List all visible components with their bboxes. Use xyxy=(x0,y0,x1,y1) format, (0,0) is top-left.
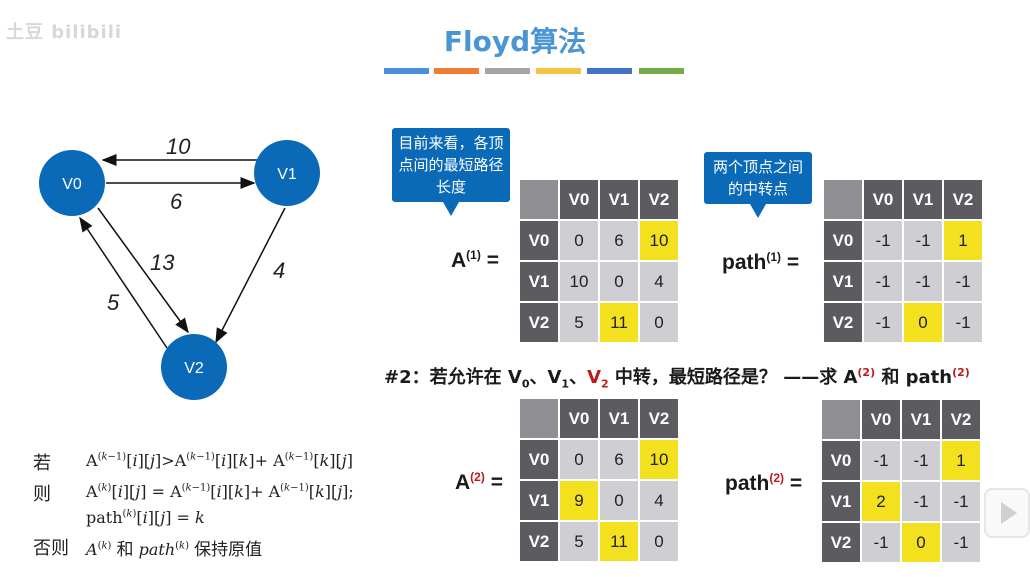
node-v2-label: V2 xyxy=(184,360,204,377)
rule-then-formula-2: path(k)[i][j] = k xyxy=(86,508,205,527)
color-bar-4 xyxy=(536,68,581,74)
color-bar-6 xyxy=(639,68,684,74)
edge-v2-v0 xyxy=(79,216,168,349)
rule-then-keyword: 则 xyxy=(33,484,51,505)
edge-v1-v2 xyxy=(215,207,286,344)
weight-v1-v2: 4 xyxy=(273,258,285,283)
weight-v0-v2: 13 xyxy=(150,250,175,275)
edge-v0-v2 xyxy=(97,207,189,334)
question-line: #2：若允许在 V0、V1、V2 中转，最短路径是？ ——求 A(2) 和 pa… xyxy=(384,366,970,391)
weight-v1-v0: 10 xyxy=(166,134,191,159)
node-v1 xyxy=(254,140,320,206)
watermark: 土豆 bilibili xyxy=(6,22,123,43)
color-bar-2 xyxy=(434,68,479,74)
play-icon[interactable] xyxy=(984,488,1030,538)
node-v0 xyxy=(39,150,105,216)
label-path1: path(1) = xyxy=(722,250,800,274)
weight-v0-v1: 6 xyxy=(170,189,183,214)
slide-title: Floyd算法 xyxy=(443,25,587,58)
graph-diagram: 10 6 13 4 5 V0 V1 V2 xyxy=(39,134,320,400)
color-bar-1 xyxy=(384,68,429,74)
node-v0-label: V0 xyxy=(62,176,82,193)
rule-else-keyword: 否则 xyxy=(33,538,69,559)
rule-else-formula: A(k) 和 path(k) 保持原值 xyxy=(86,540,263,560)
label-a2: A(2) = xyxy=(455,470,503,494)
color-bar-3 xyxy=(485,68,530,74)
rule-if-formula: A(k−1)[i][j]>A(k−1)[i][k]+ A(k−1)[k][j] xyxy=(86,451,353,470)
rule-if-keyword: 若 xyxy=(33,453,51,474)
node-v2 xyxy=(161,334,227,400)
node-v1-label: V1 xyxy=(277,166,297,183)
weight-v2-v0: 5 xyxy=(107,290,120,315)
label-path2: path(2) = xyxy=(725,471,803,495)
callout-path: 两个顶点之间的中转点 xyxy=(704,152,812,218)
label-a1: A(1) = xyxy=(451,248,499,272)
rule-then-formula-1: A(k)[i][j] = A(k−1)[i][k]+ A(k−1)[k][j]; xyxy=(86,482,354,501)
callout-dist: 目前来看，各顶点间的最短路径长度 xyxy=(392,128,510,216)
color-bar-5 xyxy=(587,68,632,74)
